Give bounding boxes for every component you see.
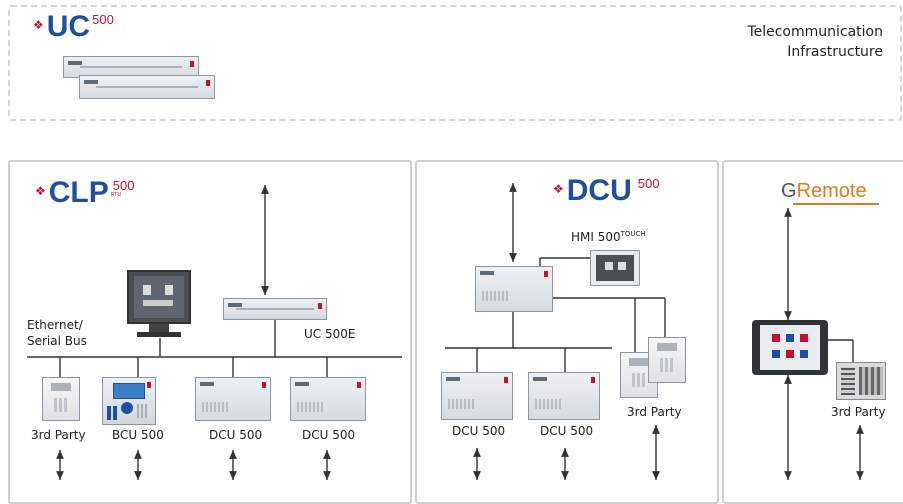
clp500-logo: ❖ CLP 500 RTU	[35, 180, 134, 206]
device-label: 3rd Party	[831, 405, 886, 419]
dcu500-device	[195, 377, 271, 421]
third-party-device	[42, 377, 80, 421]
device-label: BCU 500	[112, 428, 164, 442]
device-label: 3rd Party	[31, 428, 86, 442]
monitor-device	[127, 270, 191, 338]
dcu500-device	[441, 372, 513, 420]
bus-label-2: Serial Bus	[27, 334, 87, 348]
dcu500-logo: ❖ DCU 500	[553, 178, 659, 204]
telecom-infra-label-1: Telecommunication	[747, 24, 883, 40]
gremote-logo: GRemote	[781, 180, 879, 205]
bcu500-device	[102, 377, 156, 425]
hmi500-label: HMI 500TOUCH	[571, 230, 646, 244]
logo-mark-icon: ❖	[33, 18, 44, 32]
bus-label-1: Ethernet/	[27, 318, 83, 332]
logo-mark-icon: ❖	[553, 182, 564, 196]
dcu500-main-device	[475, 266, 553, 312]
device-label: DCU 500	[302, 428, 355, 442]
uc500e-label: UC 500E	[304, 327, 355, 341]
dcu500-device	[528, 372, 600, 420]
uc500-logo: ❖ UC 500	[33, 14, 114, 40]
telecom-infra-label-2: Infrastructure	[787, 44, 883, 60]
dcu500-device	[290, 377, 366, 421]
device-label: DCU 500	[452, 424, 505, 438]
device-label: 3rd Party	[627, 405, 682, 419]
device-label: DCU 500	[209, 428, 262, 442]
third-party-rack-device	[836, 362, 886, 400]
third-party-device	[648, 337, 686, 383]
hmi500-touch-device	[590, 250, 640, 286]
uc500e-device	[223, 298, 327, 320]
logo-mark-icon: ❖	[35, 184, 46, 198]
uc500-rack-device	[79, 75, 215, 99]
device-label: DCU 500	[540, 424, 593, 438]
gremote-device	[752, 320, 828, 375]
